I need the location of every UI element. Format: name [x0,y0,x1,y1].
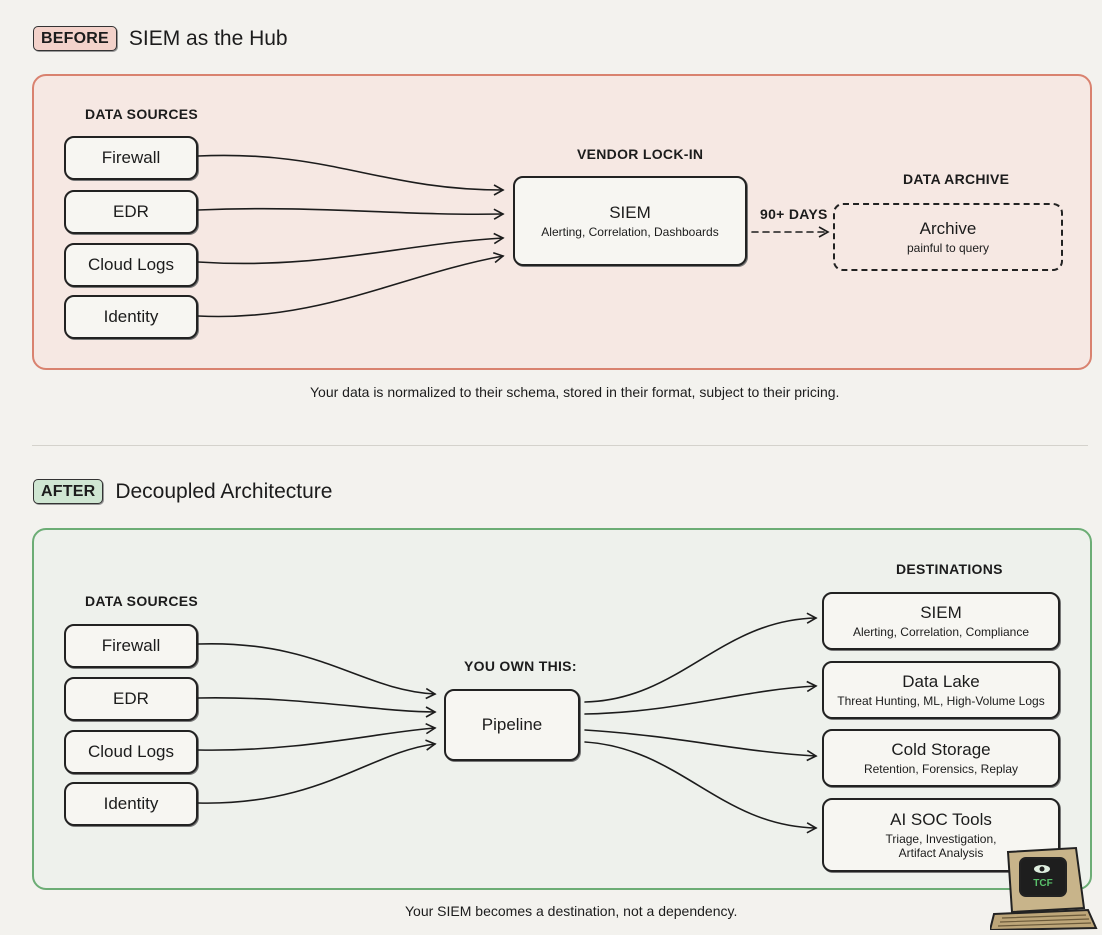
before-siem-box: SIEM Alerting, Correlation, Dashboards [513,176,747,266]
destination-sub: Alerting, Correlation, Compliance [852,625,1030,639]
archive-name: Archive [919,219,977,238]
before-source-firewall: Firewall [64,136,198,180]
destination-name: Data Lake [902,672,980,691]
destinations-label: DESTINATIONS [896,561,1003,577]
arrow-identity-to-pipeline [197,739,437,804]
arrow-identity-to-siem [197,251,505,318]
destination-sub: Triage, Investigation, [885,832,997,846]
before-caption: Your data is normalized to their schema,… [310,384,840,400]
source-name: Firewall [101,636,161,655]
before-source-identity: Identity [64,295,198,339]
arrow-cloud-logs-to-siem [197,232,505,265]
destination-siem: SIEM Alerting, Correlation, Compliance [822,592,1060,650]
after-source-edr: EDR [64,677,198,721]
section-divider [32,445,1088,446]
archive-sub: painful to query [906,241,990,255]
you-own-this-label: YOU OWN THIS: [464,658,577,674]
arrow-edr-to-pipeline [197,697,437,718]
retention-arrow-label: 90+ DAYS [760,206,828,222]
vendor-lock-in-label: VENDOR LOCK-IN [577,146,704,162]
after-source-identity: Identity [64,782,198,826]
after-title: Decoupled Architecture [115,479,333,503]
data-archive-label: DATA ARCHIVE [903,171,1010,187]
destination-sub-2: Artifact Analysis [898,846,984,860]
after-sources-label: DATA SOURCES [85,593,199,609]
destination-name: SIEM [920,603,962,622]
after-source-cloud-logs: Cloud Logs [64,730,198,774]
arrow-pipeline-to-ai-soc [584,741,818,834]
destination-name: Cold Storage [891,740,991,759]
tcf-logo: TCF [988,842,1098,932]
source-name: Cloud Logs [87,742,174,761]
source-name: EDR [113,202,149,221]
arrow-pipeline-to-data-lake [584,680,818,715]
destination-sub: Retention, Forensics, Replay [863,762,1019,776]
before-source-edr: EDR [64,190,198,234]
before-sources-label: DATA SOURCES [85,106,199,122]
logo-text: TCF [1033,878,1052,889]
arrow-edr-to-siem [197,207,505,220]
source-name: EDR [113,689,149,708]
arrow-pipeline-to-cold-storage [584,729,818,762]
after-source-firewall: Firewall [64,624,198,668]
arrow-firewall-to-siem [197,154,505,196]
arrow-pipeline-to-siem [584,612,818,703]
pipeline-box: Pipeline [444,689,580,761]
siem-name: SIEM [609,203,651,222]
destination-data-lake: Data Lake Threat Hunting, ML, High-Volum… [822,661,1060,719]
archive-box: Archive painful to query [833,203,1063,271]
source-name: Identity [103,794,159,813]
arrow-cloud-logs-to-pipeline [197,722,437,751]
after-header: AFTER Decoupled Architecture [33,479,332,504]
after-caption: Your SIEM becomes a destination, not a d… [405,903,738,919]
source-name: Cloud Logs [87,255,174,274]
pipeline-name: Pipeline [481,715,543,734]
before-badge: BEFORE [33,26,117,51]
before-title: SIEM as the Hub [128,26,288,50]
source-name: Firewall [101,148,161,167]
arrow-firewall-to-pipeline [197,643,437,700]
before-header: BEFORE SIEM as the Hub [33,26,288,51]
destination-sub: Threat Hunting, ML, High-Volume Logs [837,694,1045,708]
siem-sub: Alerting, Correlation, Dashboards [541,225,719,239]
destination-name: AI SOC Tools [890,810,992,829]
source-name: Identity [103,307,159,326]
destination-cold-storage: Cold Storage Retention, Forensics, Repla… [822,729,1060,787]
before-source-cloud-logs: Cloud Logs [64,243,198,287]
computer-logo-icon: TCF [988,846,1098,932]
after-badge: AFTER [33,479,104,504]
